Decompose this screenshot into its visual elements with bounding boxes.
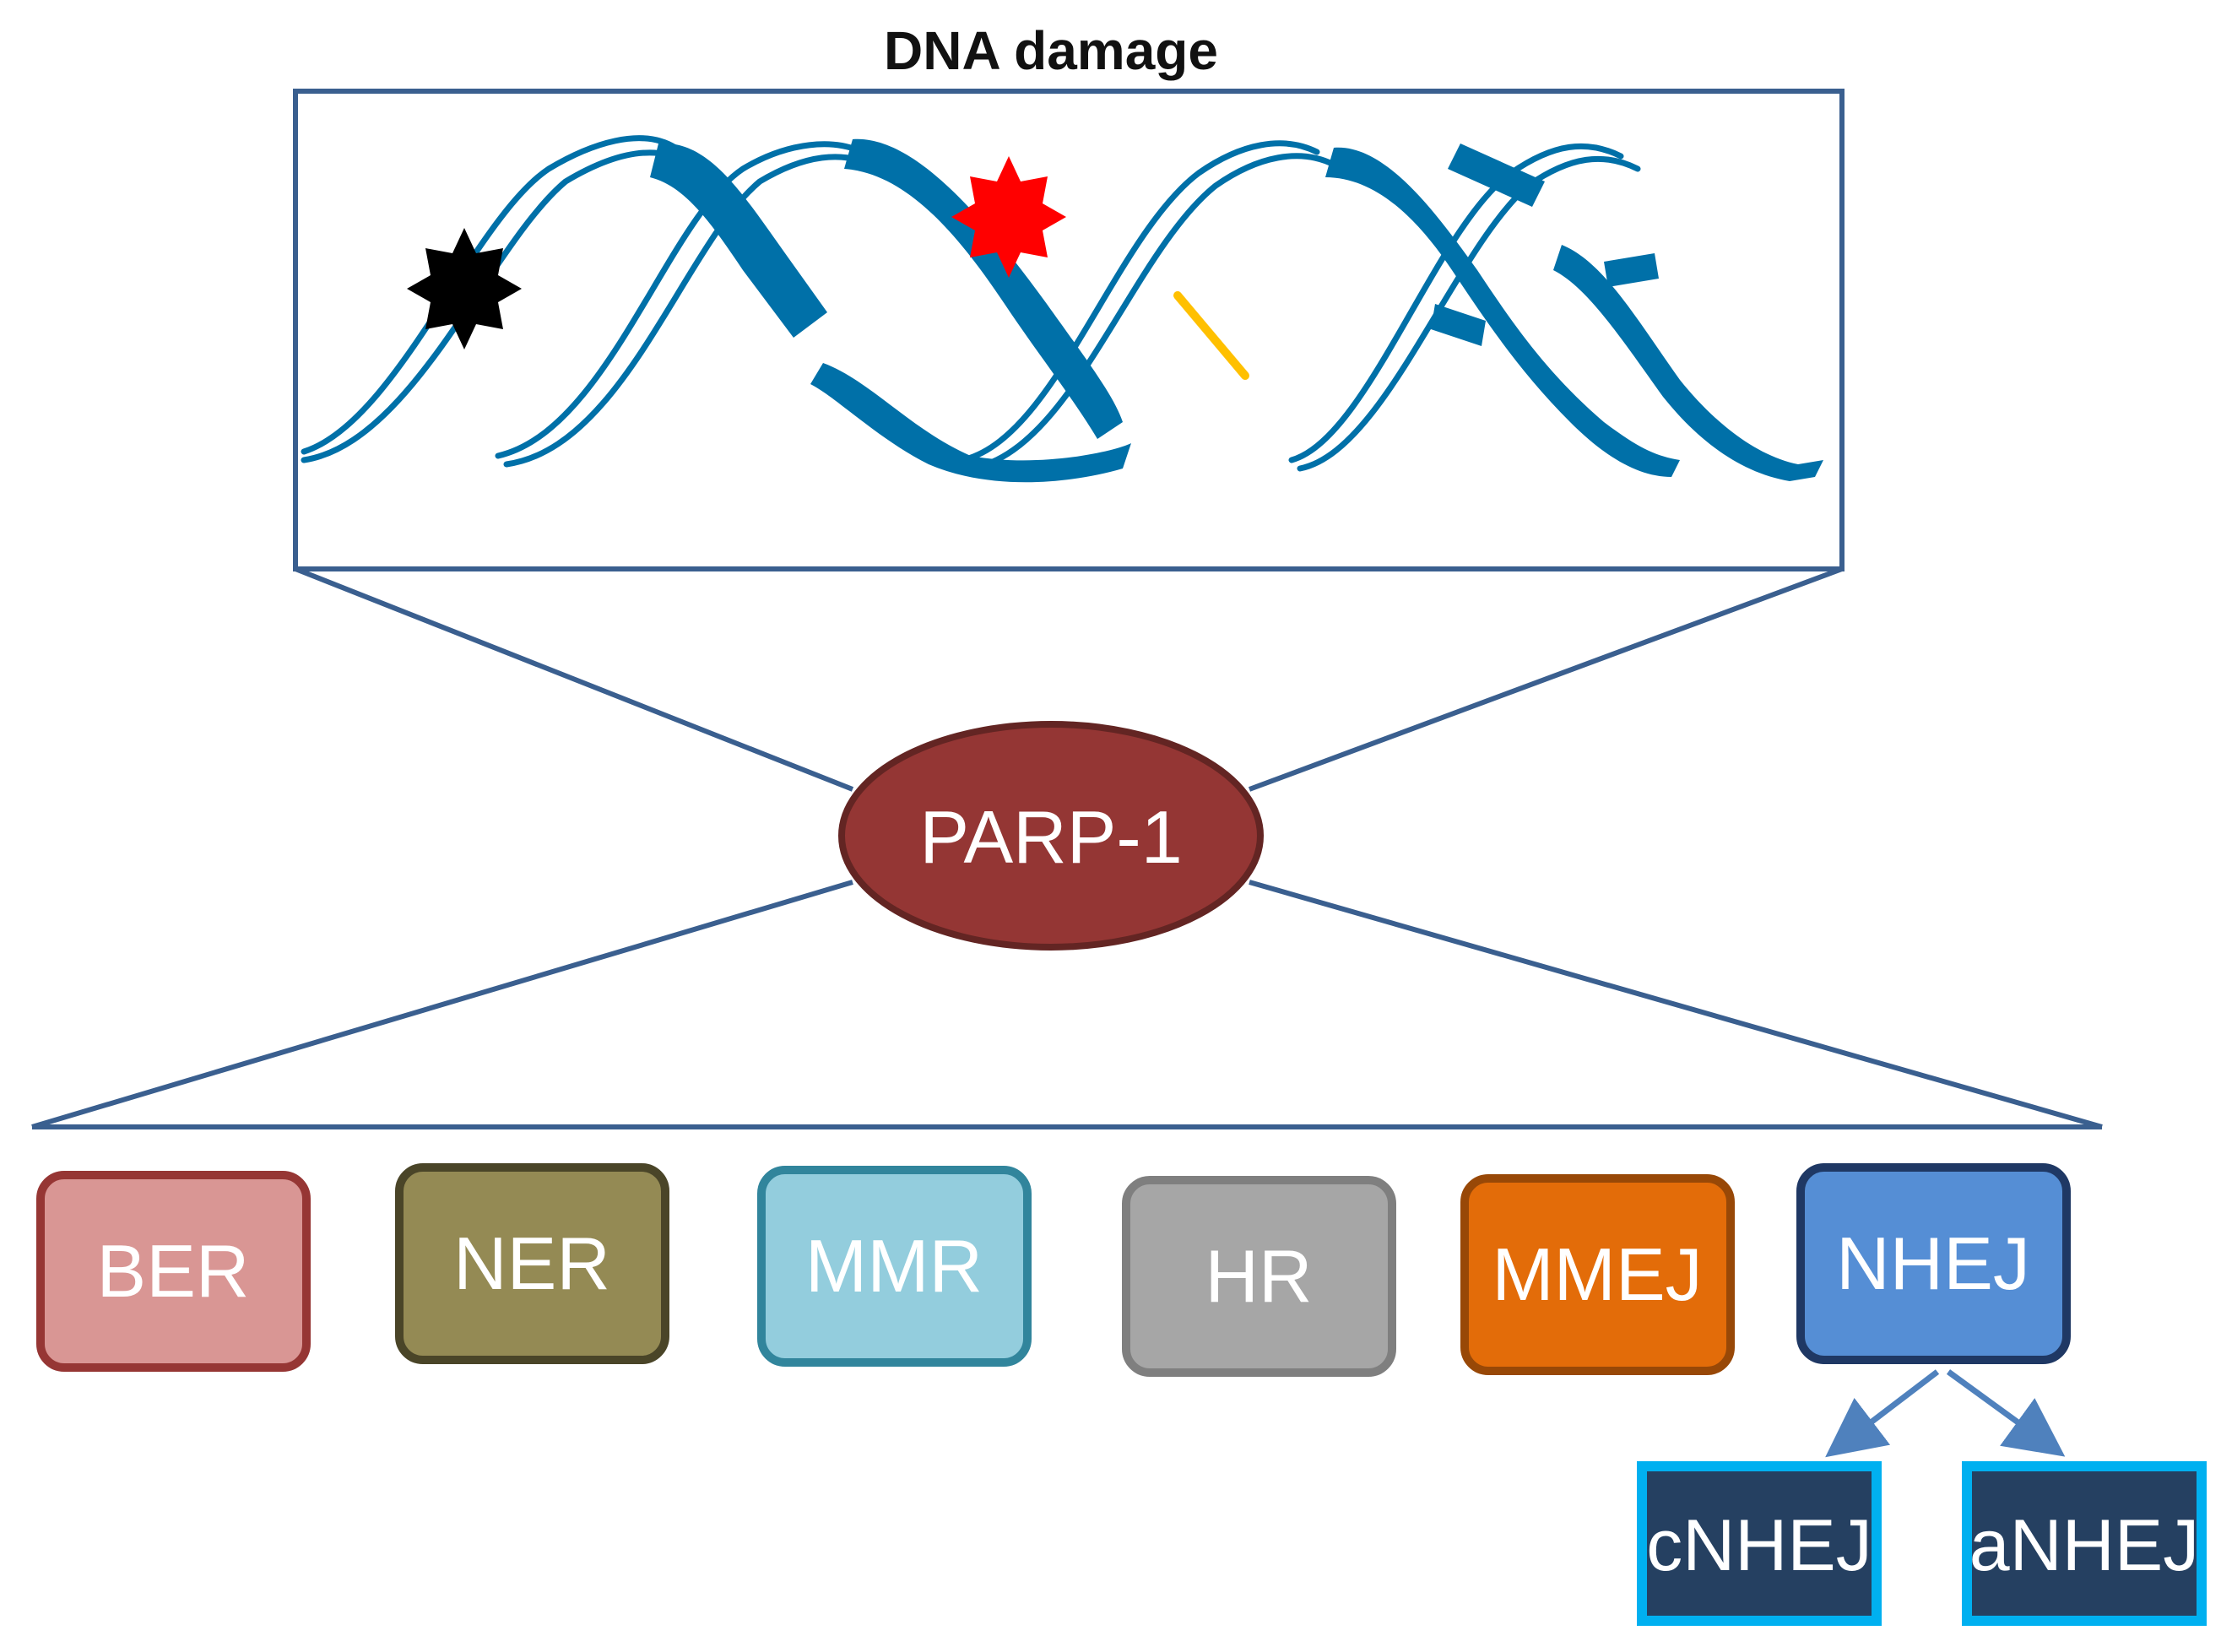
pathway-label: HR: [1205, 1234, 1312, 1318]
parp1-ellipse: [838, 721, 1264, 951]
nhej-split-arrows: [1825, 1369, 2066, 1458]
parp1-node: PARP-1: [838, 721, 1264, 951]
pathway-box-ber: BER: [36, 1171, 311, 1372]
subpathway-box-anhej: aNHEJ: [1962, 1461, 2207, 1626]
pathway-box-nhej: NHEJ: [1796, 1163, 2071, 1364]
pathway-box-mmr: MMR: [757, 1166, 1032, 1367]
connector-lines: [31, 566, 2103, 1129]
pathway-box-hr: HR: [1122, 1176, 1396, 1377]
red-lesion-star-icon: [951, 156, 1066, 278]
crosslink-lesion: [1173, 291, 1249, 380]
dna-damage-frame: [293, 89, 1845, 571]
subpathway-box-cnhej: cNHEJ: [1637, 1461, 1882, 1626]
parp1-label: PARP-1: [919, 795, 1182, 879]
black-lesion-star-icon: [407, 228, 522, 349]
pathway-label: BER: [97, 1229, 250, 1313]
diagram-title: DNA damage: [884, 20, 1218, 81]
pathway-label: NHEJ: [1836, 1221, 2030, 1305]
pathway-label: NER: [453, 1221, 610, 1305]
arrow-to-anhej: [1946, 1369, 2066, 1457]
pathway-label: MMEJ: [1492, 1232, 1702, 1316]
pathway-box-ner: NER: [395, 1163, 669, 1364]
dna-helix-illustration: [301, 135, 1823, 483]
subpathway-label: cNHEJ: [1646, 1505, 1872, 1586]
subpathway-label: aNHEJ: [1969, 1505, 2199, 1586]
pathway-label: MMR: [805, 1224, 983, 1308]
arrow-to-cnhej: [1825, 1369, 1940, 1458]
pathway-box-mmej: MMEJ: [1460, 1174, 1735, 1375]
